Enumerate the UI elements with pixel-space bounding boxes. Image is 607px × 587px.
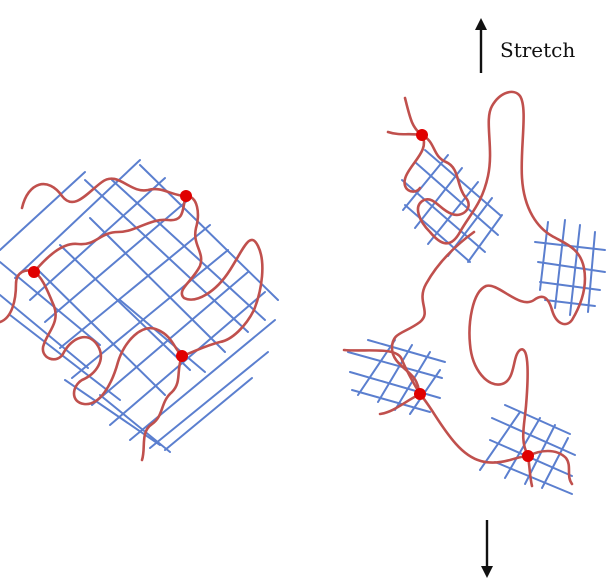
relaxed-chain-d <box>140 354 184 462</box>
stretched-chain-f <box>342 348 422 396</box>
stretched-crosslink-node <box>522 450 534 462</box>
relaxed-crosslink-node <box>180 190 192 202</box>
stretched-chain-d <box>468 284 554 458</box>
stretched-crosslink-node <box>416 129 428 141</box>
relaxed-mesh <box>0 159 279 453</box>
stretched-chain-c <box>403 133 426 193</box>
stretched-mesh-right <box>534 219 606 316</box>
relaxed-crosslink-node <box>176 350 188 362</box>
relaxed-crosslink-node <box>28 266 40 278</box>
stretched-mesh-bottom-right <box>479 404 576 495</box>
stretched-network <box>342 90 606 495</box>
stretch-label: Stretch <box>500 38 576 62</box>
relaxed-chain-c <box>32 194 188 274</box>
stretched-mesh-top <box>401 149 503 263</box>
stretched-chain-i <box>526 449 574 486</box>
stretched-chain-a <box>403 90 587 326</box>
stretched-chain-e <box>390 230 476 396</box>
stretched-crosslink-node <box>414 388 426 400</box>
relaxed-network <box>0 159 279 462</box>
stretched-chain-h <box>418 392 530 464</box>
relaxed-chain-a <box>20 177 264 358</box>
